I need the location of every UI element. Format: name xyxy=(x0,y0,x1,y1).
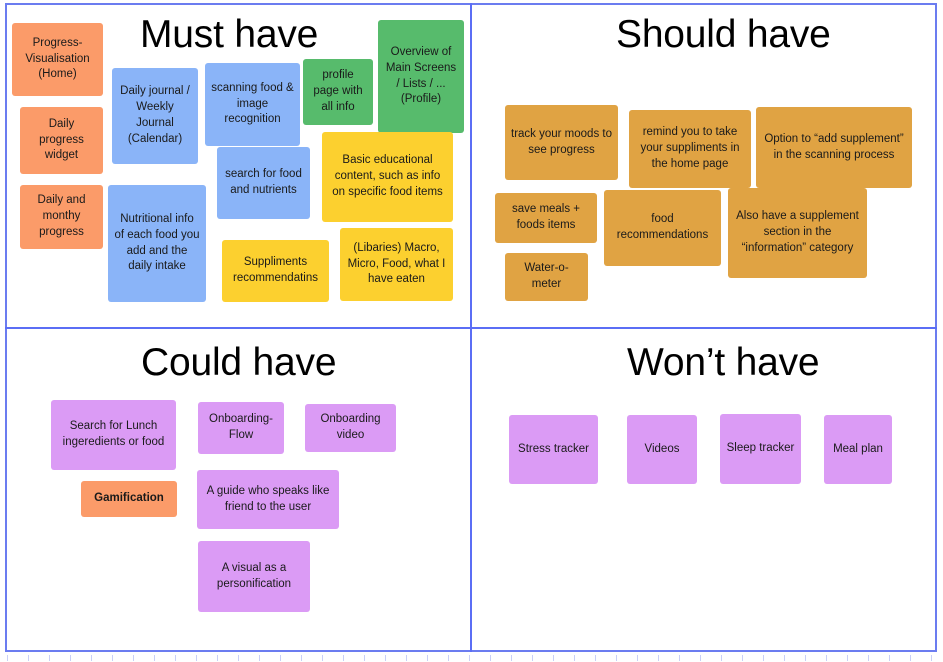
sticky-note-food-recommendations[interactable]: food recommendations xyxy=(604,190,721,266)
sticky-note-remind-take-suppliments[interactable]: remind you to take your suppliments in t… xyxy=(629,110,751,188)
sticky-note-stress-tracker[interactable]: Stress tracker xyxy=(509,415,598,484)
sticky-note-overview-of-main-screens[interactable]: Overview of Main Screens / Lists / ... (… xyxy=(378,20,464,133)
horizontal-divider xyxy=(5,327,937,329)
sticky-note-water-o-meter[interactable]: Water-o-meter xyxy=(505,253,588,301)
sticky-note-onboarding-flow[interactable]: Onboarding-Flow xyxy=(198,402,284,454)
sticky-note-videos[interactable]: Videos xyxy=(627,415,697,484)
sticky-note-supplement-section-info[interactable]: Also have a supplement section in the “i… xyxy=(728,188,867,278)
quadrant-title-should-have: Should have xyxy=(616,13,831,56)
sticky-note-scanning-food-image-recognition[interactable]: scanning food & image recognition xyxy=(205,63,300,146)
sticky-note-save-meals-foods-items[interactable]: save meals + foods items xyxy=(495,193,597,243)
sticky-note-nutritional-info[interactable]: Nutritional info of each food you add an… xyxy=(108,185,206,302)
sticky-note-profile-page-with-all-info[interactable]: profile page with all info xyxy=(303,59,373,125)
sticky-note-daily-and-monthy-progress[interactable]: Daily and monthy progress xyxy=(20,185,103,249)
sticky-note-guide-speaks-like-friend[interactable]: A guide who speaks like friend to the us… xyxy=(197,470,339,529)
sticky-note-sleep-tracker[interactable]: Sleep tracker xyxy=(720,414,801,484)
sticky-note-meal-plan[interactable]: Meal plan xyxy=(824,415,892,484)
sticky-note-search-for-food-and-nutrients[interactable]: search for food and nutrients xyxy=(217,147,310,219)
sticky-note-onboarding-video[interactable]: Onboarding video xyxy=(305,404,396,452)
sticky-note-gamification[interactable]: Gamification xyxy=(81,481,177,517)
sticky-note-progress-visualisation-home[interactable]: Progress-Visualisation (Home) xyxy=(12,23,103,96)
quadrant-title-wont-have: Won’t have xyxy=(627,341,820,384)
ruler-ticks xyxy=(7,655,937,661)
sticky-note-suppliments-recommendatins[interactable]: Suppliments recommendatins xyxy=(222,240,329,302)
sticky-note-track-your-moods[interactable]: track your moods to see progress xyxy=(505,105,618,180)
quadrant-title-must-have: Must have xyxy=(140,13,319,56)
sticky-note-libaries-macro-micro-food[interactable]: (Libaries) Macro, Micro, Food, what I ha… xyxy=(340,228,453,301)
sticky-note-daily-weekly-journal[interactable]: Daily journal / Weekly Journal (Calendar… xyxy=(112,68,198,164)
sticky-note-visual-as-personification[interactable]: A visual as a personification xyxy=(198,541,310,612)
sticky-note-option-add-supplement[interactable]: Option to “add supplement” in the scanni… xyxy=(756,107,912,188)
sticky-note-daily-progress-widget[interactable]: Daily progress widget xyxy=(20,107,103,174)
sticky-note-search-lunch-ingeredients[interactable]: Search for Lunch ingeredients or food xyxy=(51,400,176,470)
sticky-note-basic-educational-content[interactable]: Basic educational content, such as info … xyxy=(322,132,453,222)
quadrant-title-could-have: Could have xyxy=(141,341,337,384)
